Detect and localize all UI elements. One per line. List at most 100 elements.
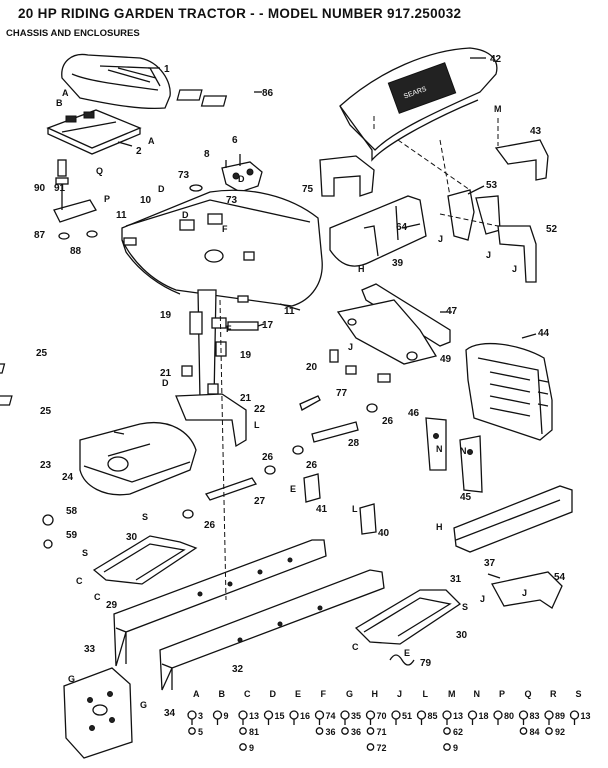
part-hood-cover: SEARS bbox=[339, 47, 498, 162]
bolt-icon bbox=[442, 710, 452, 720]
callout-label: 17 bbox=[262, 320, 274, 331]
reference-letter: N bbox=[460, 446, 467, 456]
callout-label: 33 bbox=[84, 644, 96, 655]
callout-label: 77 bbox=[336, 388, 348, 399]
fastener-key-letter: E bbox=[295, 689, 301, 699]
leader-dash bbox=[397, 139, 471, 191]
washer-icon bbox=[341, 727, 349, 735]
reference-letter: G bbox=[68, 674, 75, 684]
callout-label: 30 bbox=[126, 532, 138, 543]
callout-label: 23 bbox=[40, 460, 52, 471]
fastener-key-column: N18 bbox=[467, 689, 489, 725]
callout-label: 37 bbox=[484, 558, 496, 569]
fastener-key-letter: L bbox=[423, 689, 429, 699]
reference-letter: L bbox=[352, 504, 358, 514]
part-bracket-52 bbox=[439, 213, 537, 283]
reference-letter: B bbox=[56, 98, 63, 108]
bolt-icon bbox=[544, 710, 554, 720]
part-spring-79 bbox=[389, 654, 415, 666]
reference-letter: C bbox=[76, 576, 83, 586]
part-seat-pan bbox=[46, 109, 142, 155]
reference-letter: M bbox=[494, 104, 502, 114]
reference-letter: A bbox=[148, 136, 155, 146]
callout-label: 39 bbox=[392, 258, 404, 269]
fastener-key-letter: N bbox=[474, 689, 481, 699]
washer-icon bbox=[366, 727, 375, 735]
bolt-icon bbox=[314, 710, 325, 720]
reference-letter: J bbox=[486, 250, 491, 260]
fastener-key-column: F 74 36 bbox=[314, 689, 336, 737]
washer-icon bbox=[443, 727, 451, 735]
callout-label: 91 bbox=[54, 183, 66, 194]
reference-letter: S bbox=[82, 548, 88, 558]
bolt-icon bbox=[391, 710, 401, 720]
leader-lines bbox=[113, 57, 537, 579]
fastener-part-number: 35 bbox=[351, 711, 361, 721]
reference-letter: D bbox=[158, 184, 165, 194]
part-strip-27 bbox=[204, 477, 258, 501]
reference-letter: J bbox=[348, 342, 353, 352]
callout-label: 26 bbox=[306, 460, 318, 471]
callout-label: 58 bbox=[66, 506, 78, 517]
fastener-key-column: B9 bbox=[212, 689, 229, 725]
fastener-key-letter: P bbox=[499, 689, 505, 699]
fastener-part-number: 9 bbox=[249, 743, 254, 753]
bolt-icon bbox=[365, 710, 376, 720]
bolt-icon bbox=[467, 710, 478, 720]
part-pads-25 bbox=[0, 363, 13, 406]
diagram-title: 20 HP RIDING GARDEN TRACTOR - - MODEL NU… bbox=[18, 6, 462, 21]
bolt-icon bbox=[238, 710, 248, 720]
reference-letter: C bbox=[352, 642, 359, 652]
part-plate-34 bbox=[63, 667, 133, 759]
callout-label: 19 bbox=[160, 310, 172, 321]
fastener-key-column: P80 bbox=[493, 689, 514, 725]
bolt-icon bbox=[493, 710, 503, 720]
fastener-key-letter: J bbox=[397, 689, 402, 699]
fastener-key-letter: S bbox=[576, 689, 582, 699]
washer-icon bbox=[239, 727, 247, 735]
fastener-part-number: 16 bbox=[300, 711, 310, 721]
part-frame-rail-32 bbox=[159, 569, 385, 691]
leader-dash bbox=[219, 299, 227, 601]
fastener-part-number: 3 bbox=[198, 711, 203, 721]
fastener-key-letter: B bbox=[219, 689, 226, 699]
diagram-subtitle: CHASSIS AND ENCLOSURES bbox=[6, 28, 140, 39]
part-dash-panel bbox=[121, 189, 323, 307]
bolt-icon bbox=[518, 710, 529, 720]
callout-label: 11 bbox=[116, 210, 127, 221]
fastener-key-letter: Q bbox=[525, 689, 532, 699]
fastener-key-letter: F bbox=[321, 689, 327, 699]
fastener-part-number: 36 bbox=[351, 727, 361, 737]
fastener-part-number: 89 bbox=[555, 711, 565, 721]
reference-letter: C bbox=[94, 592, 101, 602]
fastener-key-letter: M bbox=[448, 689, 456, 699]
reference-letter: D bbox=[162, 378, 169, 388]
reference-letter: J bbox=[480, 594, 485, 604]
callout-label: 40 bbox=[378, 528, 390, 539]
callout-label: 2 bbox=[136, 146, 142, 157]
fastener-part-number: 62 bbox=[453, 727, 463, 737]
washer-icon bbox=[239, 743, 247, 751]
callout-label: 88 bbox=[70, 246, 82, 257]
part-bracket-41 bbox=[303, 473, 377, 535]
reference-letter: N bbox=[436, 444, 443, 454]
callout-label: 28 bbox=[348, 438, 360, 449]
fastener-part-number: 36 bbox=[326, 727, 336, 737]
fastener-part-number: 74 bbox=[326, 711, 336, 721]
fastener-part-number: 70 bbox=[377, 711, 387, 721]
callout-label: 49 bbox=[440, 354, 452, 365]
washer-icon bbox=[519, 727, 528, 735]
callout-label: 21 bbox=[160, 368, 172, 379]
callout-label: 25 bbox=[36, 348, 48, 359]
fastener-key-column: J51 bbox=[391, 689, 412, 725]
callout-label: 45 bbox=[460, 492, 472, 503]
callout-label: 11 bbox=[284, 306, 295, 317]
fastener-part-number: 92 bbox=[555, 727, 565, 737]
reference-letter: G bbox=[140, 700, 147, 710]
callout-label: 34 bbox=[164, 708, 176, 719]
reference-letter: E bbox=[404, 648, 410, 658]
